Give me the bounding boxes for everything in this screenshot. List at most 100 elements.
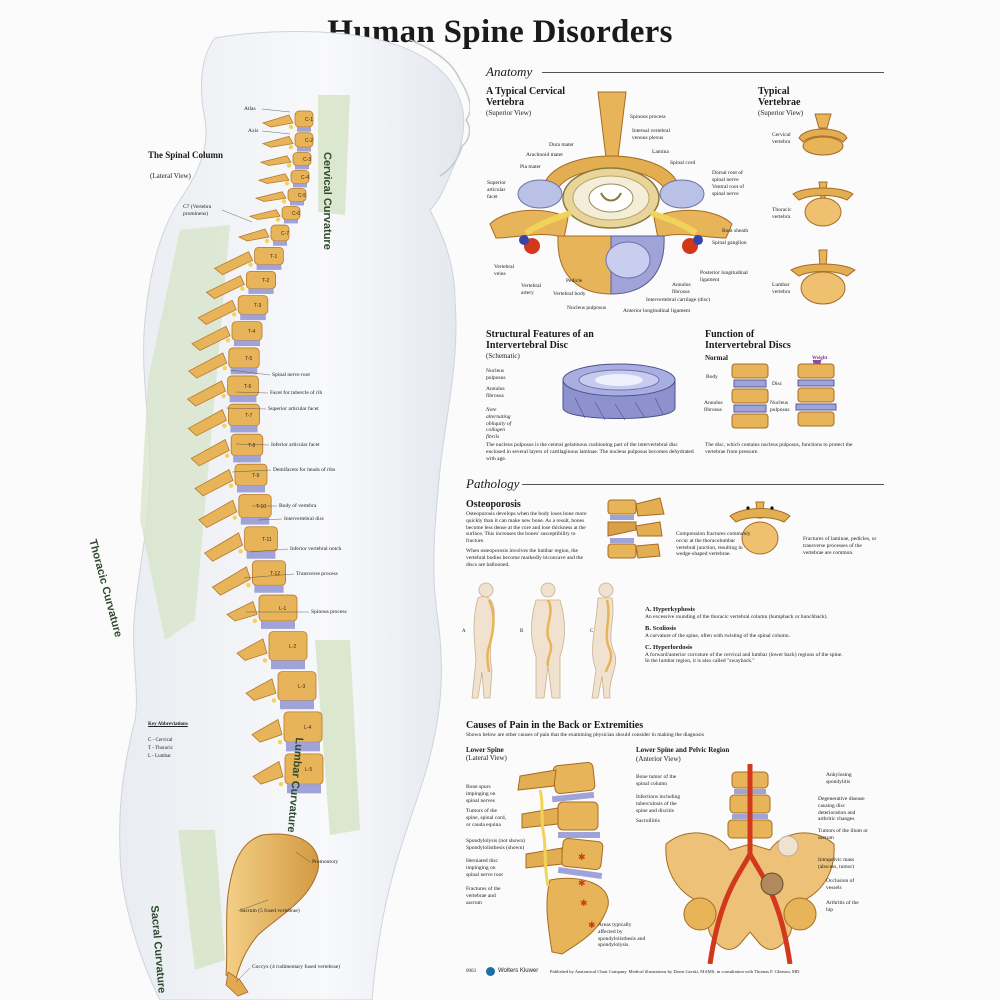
inferior-notch-label: Inferior vertebral notch: [290, 546, 342, 552]
disc-t-4: [234, 340, 260, 347]
vertebra-c-6: C-6: [248, 206, 301, 224]
cervical-vertebra-title: A Typical Cervical Vertebra: [486, 86, 566, 108]
disc-function-illustration: [731, 360, 837, 429]
vertebral-veins-label: Vertebral veins: [494, 264, 515, 277]
vertebra-l-5: L-5: [252, 753, 324, 794]
vertebra-t-3: T-3: [197, 295, 269, 325]
footer-code: 0063: [466, 969, 476, 974]
spinous-process-c-label: Spinous process: [630, 114, 666, 120]
vertebra-label-l-2: L-2: [289, 644, 296, 650]
key-thoracic: T - Thoracic: [148, 746, 173, 751]
cervical-vertebra-small: [798, 113, 848, 156]
figure-letter-a: A: [462, 629, 466, 634]
vertebra-l-3: L-3: [245, 671, 317, 710]
vertebral-body-l-2: [268, 631, 308, 661]
nerve-root-t-7: [222, 423, 227, 428]
vertebra-l-4: L-4: [251, 711, 323, 752]
degenerative-label: Degenerative disease causing disc deteri…: [818, 796, 865, 823]
osteoporosis-text-2: When osteoporosis involves the lumbar re…: [466, 548, 583, 568]
vertebral-body-label: Vertebral body: [553, 291, 586, 297]
scoliosis-title: B. Scoliosis: [645, 624, 677, 632]
spinous-process-t-7: [187, 409, 227, 437]
disc-l-4: [286, 742, 320, 752]
vertebra-label-t-5: T-5: [245, 356, 252, 362]
nerve-root-t-4: [225, 338, 231, 343]
spondylolysis-label: Spondylolysis (not shown) Spondylolisthe…: [466, 838, 525, 851]
internal-venous-label: Internal vertebral venous plexus: [632, 128, 671, 141]
superior-articular-facet-label: Superior articular facet: [268, 406, 319, 412]
sacrum: [225, 833, 319, 979]
nucleus-pulposus-label: Nucleus pulposus: [486, 368, 506, 381]
face-profile: [409, 39, 470, 177]
vertebra-c-1: C-1: [261, 110, 314, 132]
causes-title: Causes of Pain in the Back or Extremitie…: [466, 720, 644, 731]
vertebra-c-2: C-2: [261, 132, 314, 152]
disc-l-5: [287, 784, 321, 794]
nerve-root-t-12: [246, 583, 251, 588]
svg-text:✱: ✱: [578, 852, 586, 862]
disc-c-7: [273, 240, 287, 246]
conditions-list: A. Hyperkyphosis An excessive rounding o…: [645, 606, 845, 665]
vertebra-c-3: C-3: [259, 152, 312, 170]
function-normal-label: Normal: [705, 354, 728, 362]
nerve-root-l-3: [271, 698, 277, 703]
cervical-vertebra-illustration: [489, 91, 733, 295]
typical-vertebrae-illustration: [790, 113, 856, 305]
superior-facet-label: Superior articular facet: [487, 180, 506, 200]
hyperlordosis-text: A forward/anterior curvature of the cerv…: [645, 651, 843, 665]
vertebra-label-c-7: C-7: [281, 231, 289, 237]
disc-t-11: [246, 551, 276, 559]
vertebra-t-5: T-5: [188, 347, 260, 379]
spinous-process-t-1: [213, 251, 254, 276]
ventral-root-label: Ventral root of spinal nerve: [712, 184, 745, 197]
lumbar-vertebrae-lateral: [517, 761, 609, 955]
vertebra-label-t-11: T-11: [262, 537, 272, 543]
disc-c-6: [284, 219, 298, 224]
figure-letter-c: C: [590, 629, 594, 634]
typical-vertebrae-title: Typical Vertebrae: [758, 86, 801, 108]
inferior-articular-facet-label: Inferior articular facet: [271, 442, 320, 448]
ilium-tumors-label: Tumors of the ilium or sacrum: [818, 828, 868, 841]
transverse-process-label: Transverse process: [296, 571, 338, 577]
hyperlordosis-title: C. Hyperlordosis: [645, 643, 693, 651]
vertebra-t-9: T-9: [194, 463, 268, 497]
nerve-root-t-5: [222, 365, 227, 371]
atlas-label: Atlas: [244, 106, 256, 112]
cervical-vertebra-subtitle: (Superior View): [486, 109, 532, 117]
vertebra-label-c-5: C-5: [298, 193, 306, 199]
spinous-process-c-5: [254, 191, 287, 202]
nucleus-label: Nucleus pulposus: [567, 305, 606, 311]
vertebra-t-12: T-12: [211, 560, 286, 596]
sacroiliitis-label: Sacroiliitis: [636, 818, 660, 824]
spinous-process-c-6: [248, 209, 281, 220]
vertebra-label-t-7: T-7: [245, 413, 252, 419]
vertebra-t-11: T-11: [203, 526, 278, 562]
spinous-process-t-11: [203, 532, 244, 562]
key-heading: Key Abbreviations: [148, 722, 188, 727]
structural-caption: The nucleus pulposus is the central gela…: [486, 442, 694, 462]
vertebra-label-t-12: T-12: [270, 571, 280, 577]
disc-l-2: [271, 660, 305, 670]
vertebra-t-8: T-8: [190, 433, 264, 467]
asterisk-footnote: Areas typically affected by spondylolist…: [598, 922, 646, 949]
pelvic-subtitle: (Anterior View): [636, 755, 681, 763]
vertebra-label-c-6: C-6: [292, 211, 300, 217]
cartilage-label: Intervertebral cartilage (disc): [646, 297, 711, 303]
lower-spine-illustration: ✱ ✱ ✱: [517, 761, 609, 955]
bone-tumor-label: Bone tumor of the spinal column: [636, 774, 677, 787]
thoracic-band: [140, 225, 230, 640]
osteoporosis-illustration: [607, 497, 791, 559]
nerve-root-t-1: [248, 262, 253, 267]
figure-hyperlordosis: [591, 582, 617, 699]
cervical-vertebra-small-label: Cervical vertebra: [772, 132, 791, 145]
spinous-process-t-12: [211, 566, 251, 596]
function-body-label: Body: [706, 374, 718, 380]
thoracic-vertebra-small-label: Thoracic vertebra: [772, 207, 792, 220]
nerve-root-t-8: [225, 453, 230, 458]
structural-title: Structural Features of an Intervertebral…: [486, 329, 594, 351]
lower-spine-subtitle: (Lateral View): [466, 754, 507, 762]
figure-hyperkyphosis: [471, 582, 495, 699]
spinal-column-figure: C-1C-2C-3C-4C-5C-6C-7T-1T-2T-3T-4T-5T-6T…: [119, 31, 470, 1000]
vertebra-label-l-1: L-1: [279, 606, 286, 612]
vertebra-label-t-1: T-1: [270, 254, 277, 260]
